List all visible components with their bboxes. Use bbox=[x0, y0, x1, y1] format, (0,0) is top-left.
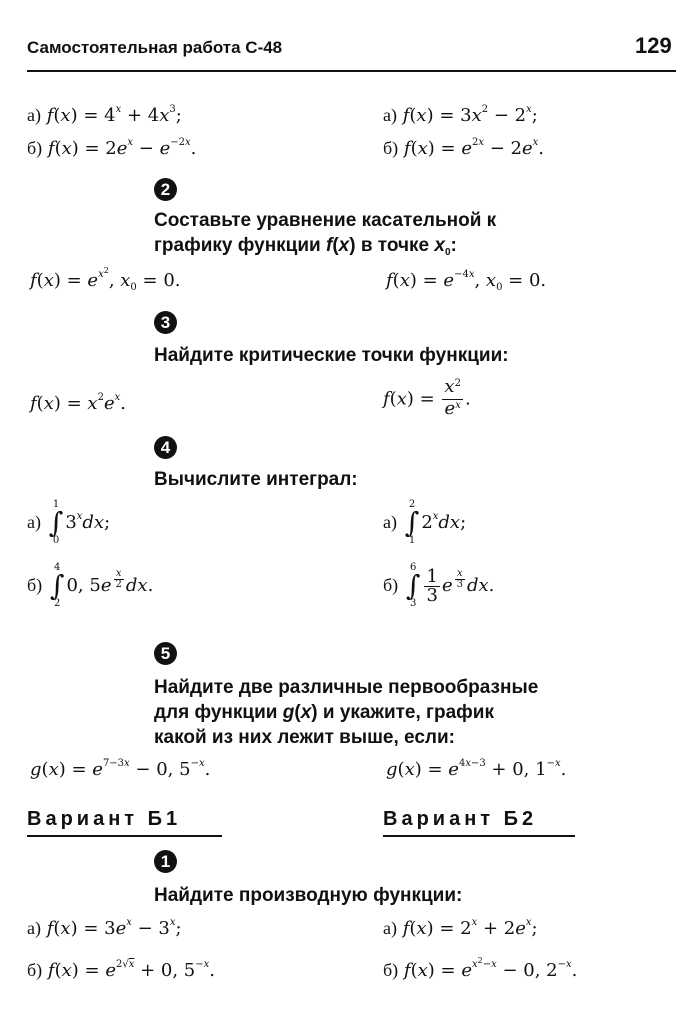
page-number: 129 bbox=[635, 33, 672, 58]
formula-5-left: g(x) = e7−3x − 0, 5−x. bbox=[30, 758, 211, 780]
variant-b2-title: Вариант Б2 bbox=[383, 808, 538, 830]
variant-b1-title: Вариант Б1 bbox=[27, 808, 182, 830]
task-5-text: Найдите две различные первообразные для … bbox=[154, 677, 539, 748]
formula-right-b: б) f(x) = e2x − 2ex. bbox=[383, 137, 544, 159]
task-number-2: 2 bbox=[154, 178, 177, 201]
formula-2-right: f(x) = e−4x, x0 = 0. bbox=[386, 269, 547, 293]
variant-b2-rule bbox=[383, 835, 575, 837]
task-2-text: Составьте уравнение касательной к график… bbox=[154, 210, 497, 258]
task-4-text: Вычислите интеграл: bbox=[154, 469, 358, 490]
task-number-b1: 1 bbox=[154, 850, 177, 873]
formula-right-a: а) f(x) = 3x2 − 2x; bbox=[383, 104, 538, 126]
formula-left-b: б) f(x) = 2ex − e−2x. bbox=[27, 137, 197, 159]
formula-left-a: а) f(x) = 4x + 4x3; bbox=[27, 104, 182, 126]
task-b1-text: Найдите производную функции: bbox=[154, 885, 463, 906]
header-rule bbox=[27, 70, 676, 72]
task-3-text: Найдите критические точки функции: bbox=[154, 345, 509, 366]
formula-3-left: f(x) = x2ex. bbox=[30, 392, 126, 414]
formula-b-right-b: б) f(x) = ex2−x − 0, 2−x. bbox=[383, 956, 578, 981]
variant-b1-rule bbox=[27, 835, 222, 837]
task-number-4: 4 bbox=[154, 436, 177, 459]
task-number-5: 5 bbox=[154, 642, 177, 665]
formula-b-right-a: а) f(x) = 2x + 2ex; bbox=[383, 917, 538, 939]
formula-5-right: g(x) = e4x−3 + 0, 1−x. bbox=[386, 758, 567, 780]
formula-2-left: f(x) = ex2, x0 = 0. bbox=[30, 266, 181, 293]
formula-b-left-a: а) f(x) = 3ex − 3x; bbox=[27, 917, 182, 939]
formula-b-left-b: б) f(x) = e2√x + 0, 5−x. bbox=[27, 959, 215, 981]
task-number-3: 3 bbox=[154, 311, 177, 334]
header-title: Самостоятельная работа С-48 bbox=[27, 38, 283, 57]
